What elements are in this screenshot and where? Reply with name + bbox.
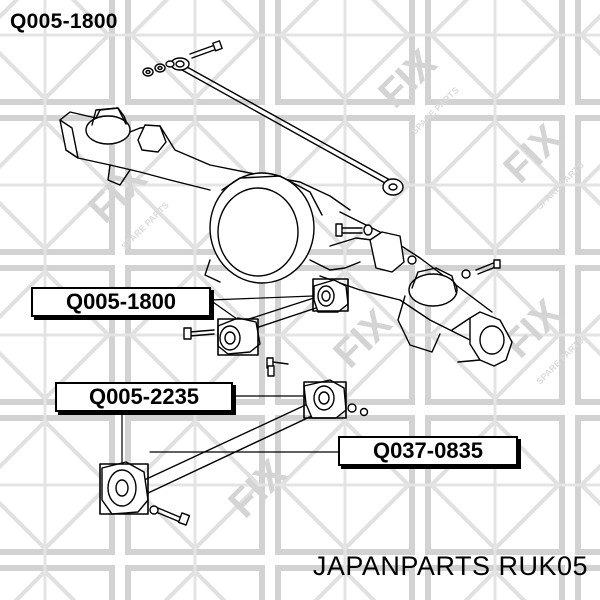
- callout-q037-0835: Q037-0835: [338, 436, 518, 466]
- highlight-box-upper-bushing-front: [217, 318, 259, 356]
- upper-rod: [170, 57, 404, 196]
- axle-housing: [59, 107, 513, 367]
- mount-bolts: [335, 223, 501, 279]
- highlight-box-lower-bushing-rear: [303, 381, 347, 419]
- leader-lines: [121, 295, 339, 465]
- page-title: Q005-1800: [10, 10, 118, 33]
- callout-q005-1800: Q005-1800: [31, 287, 211, 317]
- top-bolt: [142, 40, 223, 77]
- leader-line-q005-1800: [209, 295, 314, 320]
- footer-label: JAPANPARTS RUK05: [312, 551, 588, 581]
- part-highlight-boxes: [99, 278, 349, 515]
- callout-q005-2235: Q005-2235: [55, 382, 233, 412]
- highlight-box-upper-bushing-rear: [312, 278, 349, 312]
- leader-line-q005-2235: [121, 395, 305, 465]
- highlight-box-lower-bushing-front: [99, 463, 149, 515]
